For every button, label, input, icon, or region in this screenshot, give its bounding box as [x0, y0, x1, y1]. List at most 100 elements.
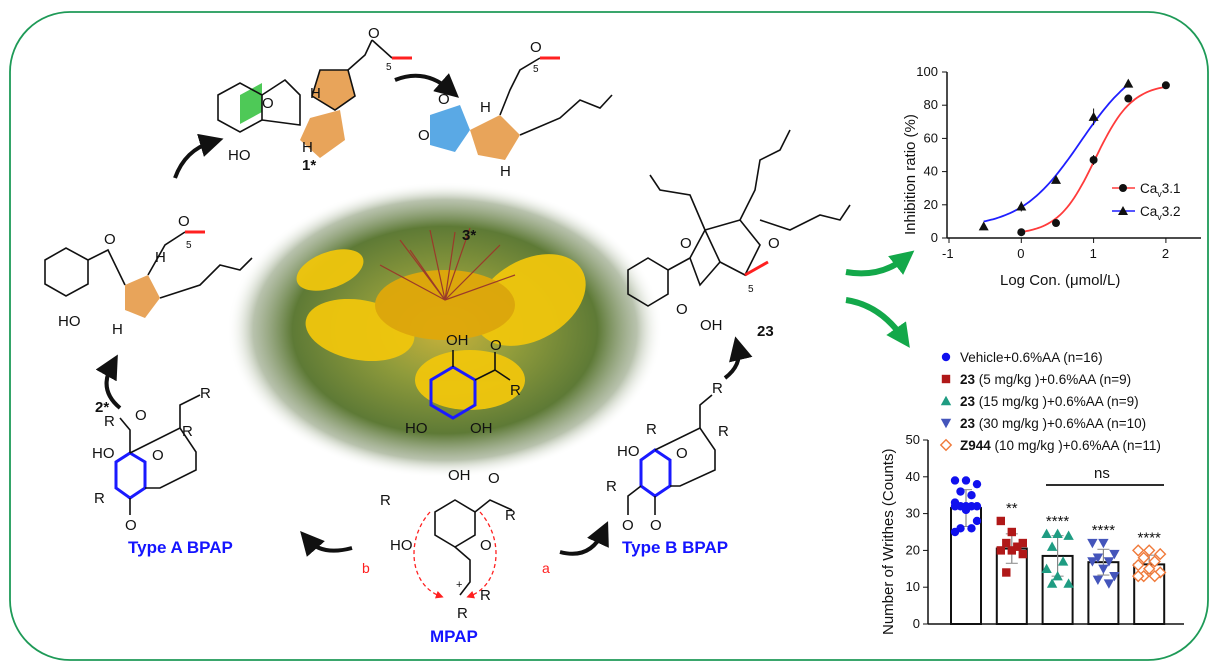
data-point [1018, 538, 1027, 548]
legend: Cav3.1 Cav3.2 [1112, 181, 1181, 222]
fit-curve-cav32 [983, 83, 1129, 223]
compound-2-structure: O O 5 H H HO 2* [44, 213, 253, 416]
y-axis-label: Number of Writhes (Counts) [880, 449, 897, 635]
ns-label: ns [1094, 465, 1110, 482]
atom-label: R [606, 478, 617, 495]
arrow-mpap-to-b [559, 521, 609, 556]
arrow-b-to-23 [723, 336, 753, 380]
y-tick-label: 0 [931, 230, 938, 245]
data-point [1132, 569, 1145, 583]
atom-label: R [718, 423, 729, 440]
data-point-cav31 [1124, 94, 1133, 103]
data-point [950, 476, 960, 485]
arrow-1-to-3 [394, 73, 460, 98]
atom-label: O [135, 407, 147, 424]
green-arrow-up [845, 250, 915, 277]
bar-group: **** [1132, 529, 1167, 625]
y-tick-label: 0 [913, 616, 920, 631]
data-point-cav31 [1161, 81, 1170, 90]
legend-label: 23 (15 mg/kg )+0.6%AA (n=9) [960, 394, 1139, 409]
data-point [1052, 570, 1063, 581]
atom-label: O [530, 39, 542, 56]
data-point [967, 524, 976, 533]
compound-23-label: 23 [757, 323, 774, 340]
atom-label: R [712, 380, 723, 397]
atom-label: HO [390, 537, 413, 554]
mpap-label: MPAP [430, 627, 478, 646]
legend-marker [939, 438, 953, 452]
phloroglucinol-structure: OH O R HO OH [405, 332, 521, 437]
x-tick-label: 0 [1017, 246, 1024, 261]
y-tick-label: 60 [924, 130, 938, 145]
carbon-number: 5 [186, 240, 192, 251]
data-point [1057, 556, 1069, 566]
bar-group: **** [1041, 513, 1074, 625]
data-point [1103, 579, 1115, 589]
data-point [1154, 547, 1167, 561]
data-point [1143, 544, 1156, 557]
bar-group: **** [1087, 522, 1120, 626]
atom-label: R [510, 382, 521, 399]
y-tick-label: 50 [906, 432, 920, 447]
data-points [978, 78, 1170, 237]
atom-label: R [200, 385, 211, 402]
compound-3-label: 3* [462, 227, 476, 244]
arrow-2-to-1 [173, 133, 224, 179]
atom-label: R [480, 587, 491, 604]
data-point [1007, 546, 1016, 555]
data-point [1092, 553, 1104, 563]
compound-2-label: 2* [95, 399, 109, 416]
data-point-cav32 [1016, 201, 1027, 211]
atom-label: H [480, 99, 491, 116]
data-point [996, 546, 1005, 555]
carbon-number: 5 [386, 62, 392, 73]
significance-label: **** [1138, 529, 1162, 546]
atom-label: R [457, 605, 468, 622]
data-point [1109, 571, 1120, 582]
data-point [1046, 541, 1058, 551]
data-point [950, 527, 960, 537]
atom-label: R [646, 421, 657, 438]
atom-label: HO [58, 313, 81, 330]
stamens [379, 227, 516, 301]
data-point [1052, 528, 1063, 539]
legend-label: 23 (30 mg/kg )+0.6%AA (n=10) [960, 416, 1146, 431]
data-point [1087, 538, 1098, 549]
atom-label: OH [700, 317, 723, 334]
atom-label: O [152, 447, 164, 464]
legend-label-cav31: Cav3.1 [1140, 181, 1181, 199]
bars: ************** [950, 476, 1167, 626]
flower-petals [296, 249, 586, 410]
carbon-number: 5 [533, 64, 539, 75]
y-tick-label: 100 [916, 64, 938, 79]
data-point-cav32 [978, 221, 989, 231]
data-point-cav31 [1089, 155, 1098, 164]
legend: Vehicle+0.6%AA (n=16)23 (5 mg/kg )+0.6%A… [939, 350, 1161, 453]
data-point [967, 491, 976, 500]
y-tick-label: 30 [906, 506, 920, 521]
compound-1-label: 1* [302, 157, 316, 174]
atom-label: HO [92, 445, 115, 462]
atom-label: O [418, 127, 430, 144]
atom-label: HO [617, 443, 640, 460]
atom-label: O [490, 337, 502, 354]
legend-marker [940, 395, 952, 406]
outer-frame [9, 11, 1209, 661]
arrow-a-to-2 [95, 354, 122, 410]
atom-label: O [178, 213, 190, 230]
data-point [1098, 564, 1109, 574]
compound-1-structure: O 5 O H H HO 1* [217, 25, 412, 174]
data-point [1143, 562, 1156, 575]
data-point [972, 516, 982, 526]
carbocation-label: + [456, 579, 462, 591]
atom-label: OH [448, 467, 471, 484]
data-point [961, 476, 971, 485]
type-b-bpap-structure: R R R HO O R O O Type B BPAP [606, 380, 729, 557]
data-point [1098, 538, 1109, 549]
legend-marker [941, 352, 951, 362]
atom-label: O [368, 25, 380, 42]
